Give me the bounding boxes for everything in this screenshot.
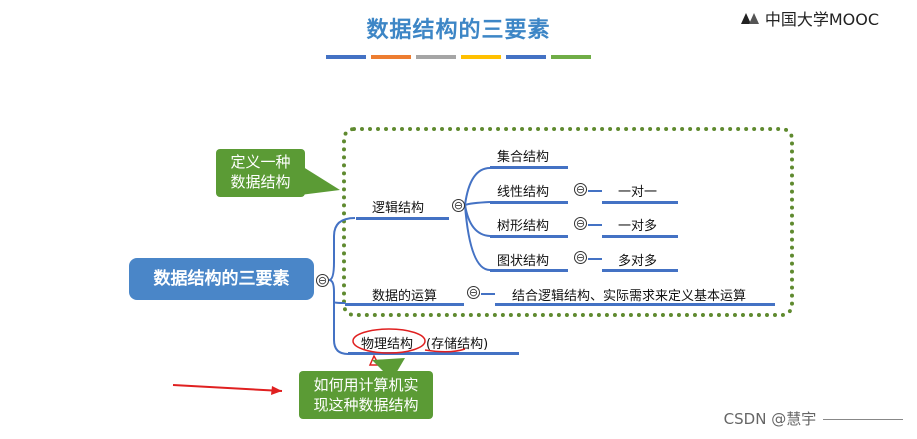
- mooc-logo-icon: [740, 13, 759, 24]
- title-stripe-2: [371, 55, 411, 59]
- definition-callout: 定义一种 数据结构: [216, 149, 305, 197]
- title-stripe-6: [551, 55, 591, 59]
- logical-child-linear-underline: [490, 201, 568, 204]
- tree-relation: 一对多: [618, 219, 658, 234]
- red-arrow-icon: [172, 384, 283, 395]
- definition-callout-text: 定义一种 数据结构: [230, 153, 291, 191]
- graph-relation-underline: [602, 269, 678, 272]
- logical-child-graph-underline: [490, 269, 568, 272]
- branch-operations-underline: [345, 303, 464, 306]
- logical-collapse-icon[interactable]: ⊖: [452, 199, 465, 212]
- implementation-callout-text: 如何用计算机实 现这种数据结构: [313, 376, 419, 414]
- implementation-callout: 如何用计算机实 现这种数据结构: [299, 371, 433, 419]
- logical-child-set: 集合结构: [497, 150, 550, 165]
- logical-child-tree: 树形结构: [497, 219, 550, 234]
- operations-collapse-icon[interactable]: ⊖: [467, 286, 480, 299]
- logical-child-tree-underline: [490, 235, 568, 238]
- branch-operations-label: 数据的运算: [372, 289, 438, 304]
- note-underline-annotation: [424, 348, 466, 353]
- linear-relation-underline: [602, 201, 678, 204]
- title-stripe-3: [416, 55, 456, 59]
- branch-physical-label: 物理结构: [361, 337, 414, 352]
- operations-detail: 结合逻辑结构、实际需求来定义基本运算: [512, 289, 747, 304]
- graph-collapse-icon[interactable]: ⊖: [574, 251, 587, 264]
- tree-collapse-icon[interactable]: ⊖: [574, 217, 587, 230]
- linear-relation-connector: [588, 190, 602, 192]
- watermark: CSDN @慧宇: [724, 408, 903, 429]
- root-collapse-icon[interactable]: ⊖: [316, 274, 329, 287]
- operations-detail-connector: [481, 293, 495, 295]
- physical-circle-annotation: [352, 328, 426, 354]
- branch-logical-label: 逻辑结构: [372, 201, 425, 216]
- root-node: 数据结构的三要素: [129, 258, 314, 300]
- logical-definition-group: [342, 127, 794, 317]
- operations-detail-underline: [495, 303, 775, 306]
- logical-child-graph: 图状结构: [497, 254, 550, 269]
- title-stripe-4: [461, 55, 501, 59]
- branch-physical-note: (存储结构): [426, 337, 489, 352]
- linear-collapse-icon[interactable]: ⊖: [574, 183, 587, 196]
- branch-physical-underline: [348, 352, 519, 355]
- graph-relation: 多对多: [618, 254, 658, 269]
- linear-relation: 一对一: [618, 185, 658, 200]
- mooc-logo: 中国大学MOOC: [740, 6, 879, 30]
- branch-logical-underline: [356, 217, 449, 220]
- page-title: 数据结构的三要素: [366, 18, 551, 43]
- logical-child-set-underline: [490, 166, 568, 169]
- title-stripe-1: [326, 55, 366, 59]
- logical-child-linear: 线性结构: [497, 185, 550, 200]
- watermark-text: CSDN @慧宇: [723, 410, 817, 428]
- logo-text: 中国大学MOOC: [764, 10, 879, 29]
- watermark-rule: [823, 419, 903, 420]
- tree-relation-underline: [602, 235, 678, 238]
- graph-relation-connector: [588, 258, 602, 260]
- title-stripe-5: [506, 55, 546, 59]
- tree-relation-connector: [588, 224, 602, 226]
